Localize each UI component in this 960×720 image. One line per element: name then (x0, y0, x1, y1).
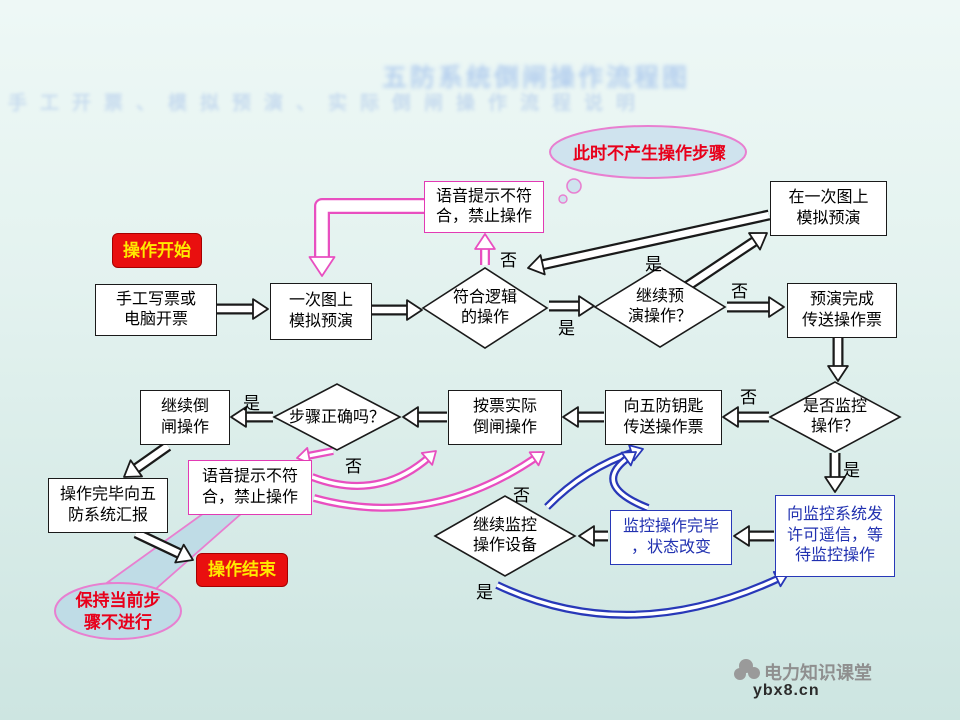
re-simulate-node: 在一次图上 模拟预演 (770, 181, 887, 236)
connector-arrow (402, 406, 447, 428)
arrow-layer (123, 198, 849, 619)
thought-cloud-bubble (558, 194, 568, 204)
thought-cloud (549, 125, 747, 179)
brand-site: ybx8.cn (753, 682, 820, 699)
connector-arrow (310, 450, 437, 490)
branch-yes-step: 是 (243, 394, 260, 413)
branch-yes-preview: 是 (645, 255, 662, 274)
connector-arrow (578, 525, 608, 547)
branch-yes-cont-monitor: 是 (476, 583, 493, 602)
diamond-step-correct (272, 383, 402, 451)
connector-arrow (123, 441, 172, 478)
connector-arrow (308, 198, 424, 277)
connector-arrow (474, 233, 496, 265)
brand-icon (734, 659, 760, 680)
diamond-logic-label: 符合逻辑 的操作 (452, 289, 517, 326)
connector-arrow (722, 406, 769, 428)
write-ticket-node: 手工写票或 电脑开票 (95, 284, 217, 336)
keep-note-ellipse (54, 582, 182, 640)
preview-done-node: 预演完成 传送操作票 (787, 283, 897, 338)
brand-name: 电力知识课堂 (764, 663, 872, 683)
diamond-continue-monitor-label: 继续监控 操作设备 (472, 517, 537, 554)
branch-no-monitor: 否 (740, 388, 757, 407)
voice-warning-node-1: 语音提示不符 合，禁止操作 (424, 181, 544, 233)
connector-arrow (824, 453, 846, 493)
connector-arrow (562, 406, 604, 428)
end-node: 操作结束 (196, 553, 288, 587)
monitor-wait-node: 向监控系统发 许可遥信，等 待监控操作 (775, 495, 895, 577)
connector-arrow (133, 528, 194, 564)
branch-yes-logic: 是 (558, 319, 575, 338)
diamond-step-correct-label: 步骤正确吗？ (288, 409, 385, 426)
connector-arrow (549, 295, 595, 317)
branch-no-cont-monitor: 否 (513, 486, 530, 505)
connector-arrow (527, 209, 771, 276)
connector-arrow (216, 298, 269, 320)
branch-no-step: 否 (345, 457, 362, 476)
diamond-continue-monitor (433, 495, 577, 577)
branch-no-logic: 否 (500, 251, 517, 270)
diamond-continue-preview (593, 266, 727, 348)
diamond-continue-preview-label: 继续预 演操作？ (627, 288, 692, 325)
diamond-monitor-question (768, 381, 902, 453)
continue-operation-node: 继续倒 闸操作 (140, 390, 230, 445)
diamond-logic (421, 267, 549, 349)
diamond-monitor-question-label: 是否监控 操作？ (802, 398, 867, 435)
thought-cloud-bubble (566, 178, 582, 194)
connector-arrow (230, 406, 273, 428)
monitor-done-node: 监控操作完毕 ，状态改变 (610, 510, 732, 565)
simulate-node: 一次图上 模拟预演 (270, 283, 372, 340)
actual-operation-node: 按票实际 倒闸操作 (448, 390, 562, 445)
key-send-node: 向五防钥匙 传送操作票 (605, 390, 722, 445)
keep-note-text: 保持当前步 骤不进行 (75, 591, 161, 633)
connector-arrow (371, 299, 423, 321)
connector-arrow (609, 451, 650, 512)
connector-arrow (733, 525, 774, 547)
cloud-note-text: 此时不产生操作步骤 (573, 144, 726, 163)
connector-arrow (495, 571, 789, 619)
connector-arrow (679, 232, 768, 294)
connector-arrow (727, 296, 785, 318)
branch-no-preview: 否 (731, 282, 748, 301)
connector-arrow (827, 337, 849, 382)
branch-yes-monitor: 是 (843, 461, 860, 480)
report-node: 操作完毕向五 防系统汇报 (48, 478, 168, 533)
start-node: 操作开始 (112, 233, 202, 268)
diamond-layer (272, 266, 902, 577)
connector-arrow (312, 451, 545, 512)
voice-warning-node-2: 语音提示不符 合，禁止操作 (188, 460, 312, 515)
